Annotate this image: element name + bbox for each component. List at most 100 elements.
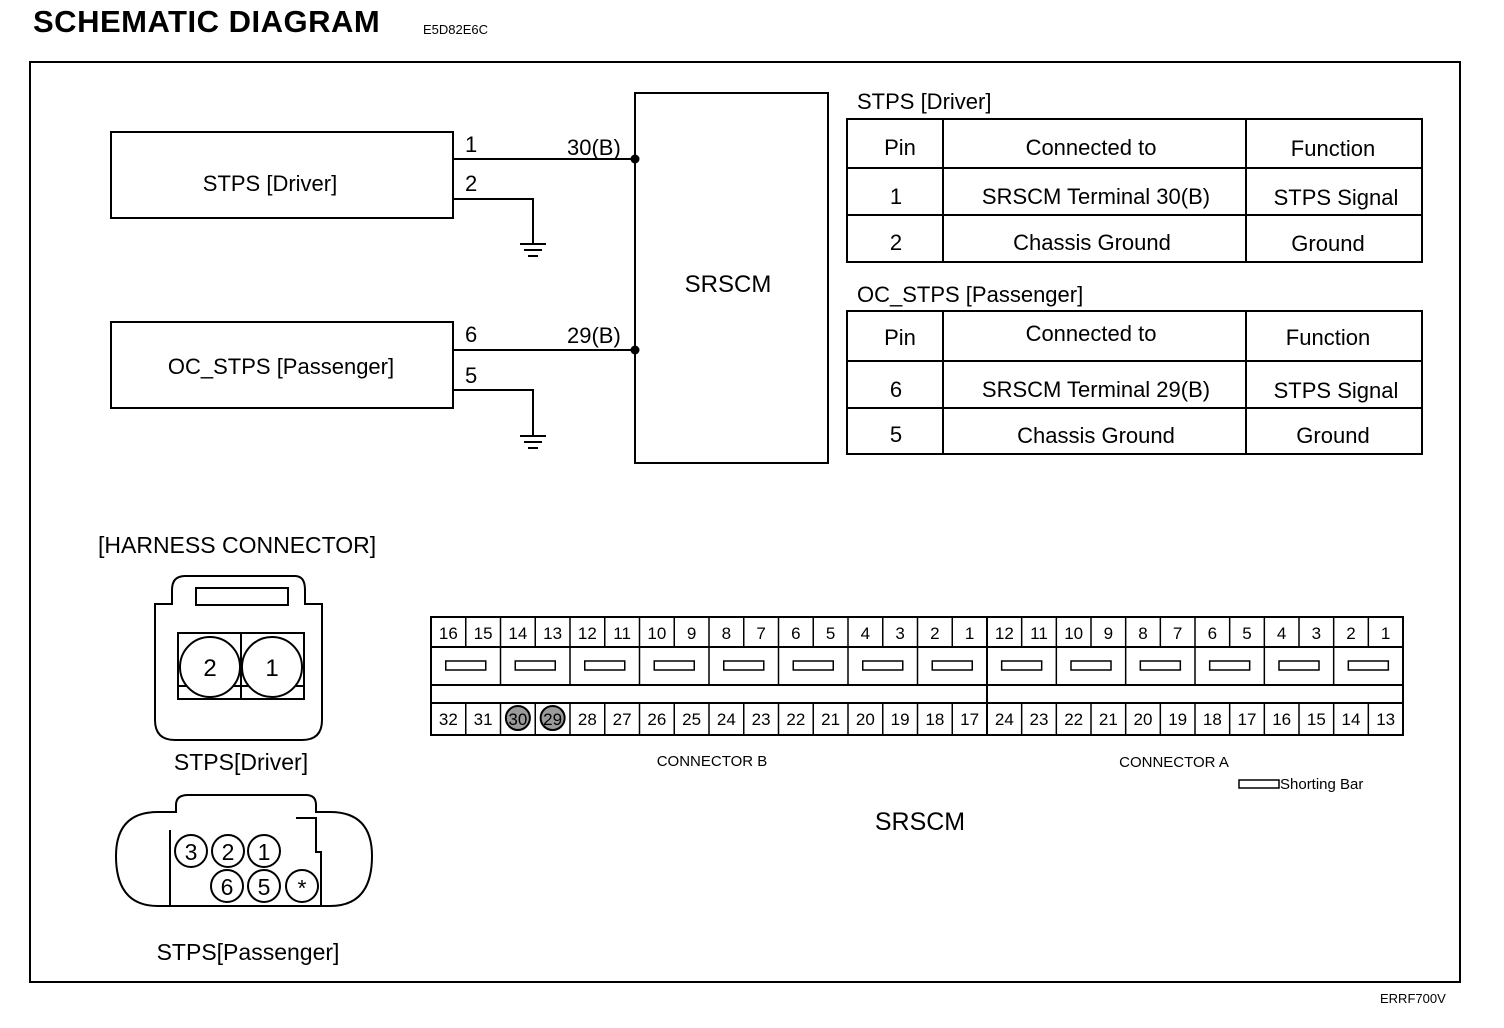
passenger-table-cell: 6 bbox=[890, 377, 902, 402]
driver-table-header-function: Function bbox=[1291, 136, 1375, 161]
passenger-table-header-pin: Pin bbox=[884, 325, 916, 350]
passenger-pin-table bbox=[846, 310, 1423, 455]
junction-dot-30 bbox=[630, 154, 640, 164]
passenger-table-title: OC_STPS [Passenger] bbox=[857, 282, 1083, 307]
passenger-table-cell: SRSCM Terminal 29(B) bbox=[982, 377, 1210, 402]
shorting-bar bbox=[1000, 660, 1043, 671]
shorting-bar bbox=[1278, 660, 1320, 671]
connector-pin-number: 24 bbox=[995, 710, 1014, 729]
connector-pin-number: 2 bbox=[1346, 624, 1355, 643]
passenger-terminal-label: 29(B) bbox=[567, 323, 621, 348]
connector-pin-number: 2 bbox=[930, 624, 939, 643]
shorting-bar bbox=[514, 660, 556, 671]
connector-pin-number: 24 bbox=[717, 710, 736, 729]
passenger-table-cell: 5 bbox=[890, 422, 902, 447]
connector-pin-number: 13 bbox=[543, 624, 562, 643]
shorting-bar bbox=[653, 660, 695, 671]
connector-pin-number: 20 bbox=[1134, 710, 1153, 729]
connector-pin-number: 16 bbox=[1272, 710, 1291, 729]
driver-box bbox=[110, 131, 454, 219]
passenger-connector-pin: * bbox=[298, 875, 307, 901]
connector-pin-number: 8 bbox=[722, 624, 731, 643]
driver-pin-2: 2 bbox=[465, 171, 477, 196]
connector-pin-number: 4 bbox=[1277, 624, 1286, 643]
passenger-connector-pin: 1 bbox=[258, 839, 271, 865]
wire-passenger-ground bbox=[453, 389, 534, 435]
passenger-connector-pin: 3 bbox=[185, 839, 198, 865]
figure-code: ERRF700V bbox=[1380, 991, 1446, 1006]
passenger-table-header-connected: Connected to bbox=[1026, 321, 1157, 346]
driver-pin-1: 1 bbox=[465, 132, 477, 157]
passenger-table-cell: Ground bbox=[1296, 423, 1369, 448]
driver-table-cell: 1 bbox=[890, 184, 902, 209]
connector-pin-number: 7 bbox=[756, 624, 765, 643]
connector-pin-layer: 1632153114301329122811271026925824723622… bbox=[439, 617, 1395, 735]
highlighted-pin-marker bbox=[504, 705, 531, 731]
connector-pin-number: 15 bbox=[474, 624, 493, 643]
highlighted-pin-marker bbox=[539, 705, 566, 731]
driver-connector-label: STPS[Driver] bbox=[174, 749, 308, 775]
passenger-box-label: OC_STPS [Passenger] bbox=[168, 354, 394, 379]
diagram-frame bbox=[29, 61, 1461, 983]
connector-pin-number: 11 bbox=[613, 624, 631, 643]
connector-pin-number: 18 bbox=[925, 710, 944, 729]
connector-pin-number: 32 bbox=[439, 710, 458, 729]
shorting-bar bbox=[1070, 660, 1112, 671]
connector-pin-number: 10 bbox=[1064, 624, 1083, 643]
shorting-bar bbox=[792, 660, 834, 671]
connector-pin-number: 30 bbox=[508, 710, 527, 729]
connector-pin-number: 14 bbox=[508, 624, 527, 643]
connector-pin-number: 13 bbox=[1376, 710, 1395, 729]
connector-pin-number: 26 bbox=[647, 710, 666, 729]
connector-pin-number: 17 bbox=[960, 710, 979, 729]
driver-table-cell: SRSCM Terminal 30(B) bbox=[982, 184, 1210, 209]
driver-connector-pin: 1 bbox=[265, 655, 278, 682]
page-title: SCHEMATIC DIAGRAM bbox=[33, 4, 381, 39]
passenger-connector-pin: 6 bbox=[221, 874, 234, 900]
connector-pin-number: 31 bbox=[474, 710, 493, 729]
driver-connector-pin: 2 bbox=[203, 655, 216, 682]
ground-symbol-driver bbox=[520, 243, 546, 257]
connector-a-label: CONNECTOR A bbox=[1119, 754, 1229, 771]
shorting-bar-label: Shorting Bar bbox=[1280, 776, 1363, 793]
connector-pin-number: 14 bbox=[1342, 710, 1361, 729]
connector-pin-number: 7 bbox=[1173, 624, 1182, 643]
driver-table-title: STPS [Driver] bbox=[857, 89, 991, 114]
shorting-bar bbox=[862, 660, 904, 671]
junction-dot-29 bbox=[630, 345, 640, 355]
passenger-connector-pin: 5 bbox=[258, 874, 271, 900]
connector-pin-number: 1 bbox=[965, 624, 974, 643]
connector-b-label: CONNECTOR B bbox=[657, 753, 768, 770]
connector-pin-number: 8 bbox=[1138, 624, 1147, 643]
shorting-bar bbox=[445, 660, 487, 671]
connector-pin-number: 17 bbox=[1238, 710, 1257, 729]
srscm-connector-label: SRSCM bbox=[875, 808, 965, 836]
shorting-bar-legend-icon bbox=[1238, 779, 1280, 789]
passenger-table-header-function: Function bbox=[1286, 325, 1370, 350]
driver-table-cell: 2 bbox=[890, 230, 902, 255]
connector-pin-number: 12 bbox=[995, 624, 1014, 643]
driver-terminal-label: 30(B) bbox=[567, 135, 621, 160]
connector-pin-number: 25 bbox=[682, 710, 701, 729]
connector-pin-number: 5 bbox=[1242, 624, 1251, 643]
driver-pin-table bbox=[846, 118, 1423, 263]
connector-pin-number: 21 bbox=[821, 710, 840, 729]
connector-pin-number: 27 bbox=[613, 710, 632, 729]
connector-pin-number: 23 bbox=[1030, 710, 1049, 729]
connector-pin-number: 20 bbox=[856, 710, 875, 729]
connector-pin-number: 22 bbox=[786, 710, 805, 729]
wire-driver-ground bbox=[453, 198, 534, 243]
connector-pin-number: 10 bbox=[647, 624, 666, 643]
driver-box-label: STPS [Driver] bbox=[203, 171, 337, 196]
connector-pin-number: 18 bbox=[1203, 710, 1222, 729]
driver-table-header-pin: Pin bbox=[884, 135, 916, 160]
connector-pin-number: 28 bbox=[578, 710, 597, 729]
driver-table-cell: STPS Signal bbox=[1274, 185, 1399, 210]
connector-pin-number: 6 bbox=[1208, 624, 1217, 643]
harness-connector-title: [HARNESS CONNECTOR] bbox=[98, 532, 376, 558]
driver-table-cell: Ground bbox=[1291, 231, 1364, 256]
srscm-box-label: SRSCM bbox=[685, 271, 772, 298]
passenger-connector-pin: 2 bbox=[222, 839, 235, 865]
connector-pin-number: 5 bbox=[826, 624, 835, 643]
srscm-box bbox=[634, 92, 829, 464]
